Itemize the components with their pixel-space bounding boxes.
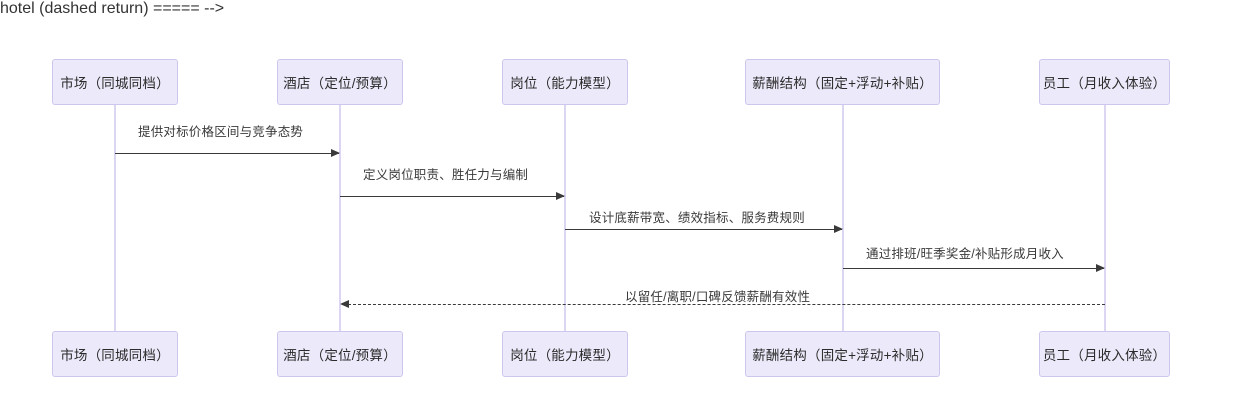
message-arrowhead-4	[1096, 264, 1105, 272]
message-arrowhead-1	[331, 149, 340, 157]
lifeline-employee	[1104, 105, 1106, 333]
message-line-1	[115, 153, 339, 154]
message-label-1: 提供对标价格区间与竞争态势	[138, 125, 304, 139]
participant-box-position-top[interactable]: 岗位（能力模型）	[502, 59, 628, 105]
message-arrowhead-3	[834, 225, 843, 233]
message-label-4: 通过排班/旺季奖金/补贴形成月收入	[866, 247, 1064, 261]
participant-box-position-bottom[interactable]: 岗位（能力模型）	[502, 331, 628, 377]
participant-box-hotel-bottom[interactable]: 酒店（定位/预算）	[277, 331, 403, 377]
lifeline-position	[564, 105, 566, 333]
participant-box-pay-top[interactable]: 薪酬结构（固定+浮动+补贴）	[745, 59, 940, 105]
participant-box-hotel-top[interactable]: 酒店（定位/预算）	[277, 59, 403, 105]
lifeline-pay	[842, 105, 844, 333]
participant-box-pay-bottom[interactable]: 薪酬结构（固定+浮动+补贴）	[745, 331, 940, 377]
message-line-3	[565, 229, 842, 230]
lifeline-hotel	[339, 105, 341, 333]
message-label-2: 定义岗位职责、胜任力与编制	[363, 168, 529, 182]
participant-box-employee-top[interactable]: 员工（月收入体验）	[1039, 59, 1170, 105]
message-line-4	[843, 268, 1104, 269]
participant-box-market-top[interactable]: 市场（同城同档）	[52, 59, 178, 105]
message-arrowhead-2	[556, 192, 565, 200]
participant-box-market-bottom[interactable]: 市场（同城同档）	[52, 331, 178, 377]
message-line-2	[340, 196, 564, 197]
lifeline-market	[114, 105, 116, 333]
message-line-5	[348, 304, 1105, 305]
message-arrowhead-5	[340, 300, 349, 308]
participant-box-employee-bottom[interactable]: 员工（月收入体验）	[1039, 331, 1170, 377]
message-label-3: 设计底薪带宽、绩效指标、服务费规则	[589, 211, 805, 225]
message-label-5: 以留任/离职/口碑反馈薪酬有效性	[625, 290, 811, 304]
